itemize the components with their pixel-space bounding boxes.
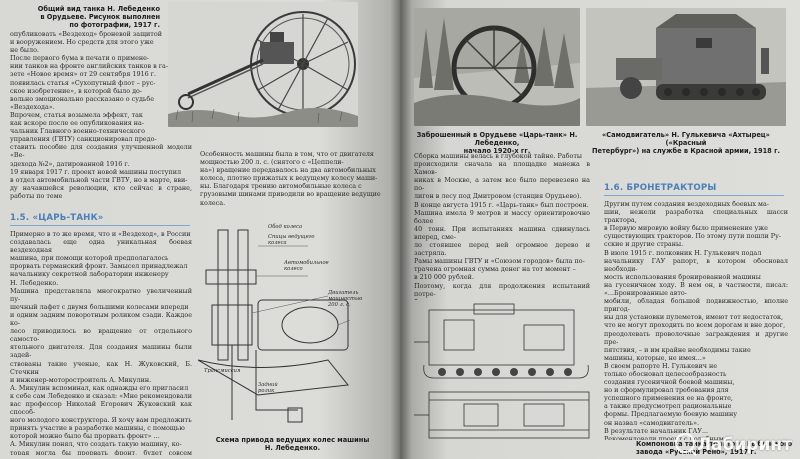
caption-top: Общий вид танка Н. Лебеденко в Орудьеве.… (37, 5, 160, 29)
tank-sketch-illustration (168, 2, 358, 127)
label-tire: Автомобильное колесо (284, 260, 329, 272)
book-gutter (390, 0, 412, 459)
right-page: Заброшенный в Орудьеве «Царь-танк» Н. Ле… (400, 0, 800, 459)
left-page: Общий вид танка Н. Лебеденко в Орудьеве.… (0, 0, 400, 459)
section-heading-rule-right (604, 195, 784, 196)
abandoned-tank-photo (414, 8, 580, 126)
tractor-layout-drawing-svg (414, 303, 590, 439)
photo2-caption: «Самодвигатель» Н. Гулькевича «Ахтырец» … (591, 131, 781, 155)
magnifier-icon (674, 433, 695, 453)
left-column1-bottom-text: Примерно в то же время, что и «Вездеход»… (10, 230, 192, 455)
armored-tractor-photo-svg (586, 8, 786, 126)
abandoned-tank-photo-svg (414, 8, 580, 126)
labirint-watermark: Лабиринт (674, 433, 792, 455)
label-spokes: Спицы ведущего колеса (268, 234, 315, 246)
drive-wheel-diagram: Обод колеса Спицы ведущего колеса Автомо… (198, 210, 390, 432)
right-column2-text: Другим путем создания вездеходных боевых… (604, 200, 788, 440)
tractor-layout-drawing (404, 300, 602, 450)
left-column2-text: Особенность машины была в том, что от дв… (200, 150, 381, 207)
right-column1-text: Сборка машины велась в глубокой тайне. Р… (414, 152, 590, 300)
tank-sketch-svg (168, 2, 358, 127)
section-heading-armored-tractors: 1.6. БРОНЕТРАКТОРЫ (604, 183, 717, 193)
caption-bottom: Схема привода ведущих колес машины Н. Ле… (215, 436, 370, 452)
drive-wheel-diagram-svg (198, 229, 351, 423)
left-column1-top-text: опубликовать «Вездеход» броневой защитой… (10, 30, 192, 200)
section-heading-rule (10, 225, 190, 226)
label-engine: Двигатель мощностью 200 л. с. (328, 290, 363, 308)
section-heading-tsar-tank: 1.5. «ЦАРЬ-ТАНК» (10, 213, 104, 223)
photo1-caption: Заброшенный в Орудьеве «Царь-танк» Н. Ле… (416, 131, 578, 155)
armored-tractor-photo (586, 8, 786, 126)
label-tail: Задний ролик (258, 382, 278, 394)
label-rim: Обод колеса (268, 224, 303, 230)
watermark-text: Лабиринт (696, 435, 792, 455)
label-chassis: Трансмиссия (204, 368, 241, 374)
